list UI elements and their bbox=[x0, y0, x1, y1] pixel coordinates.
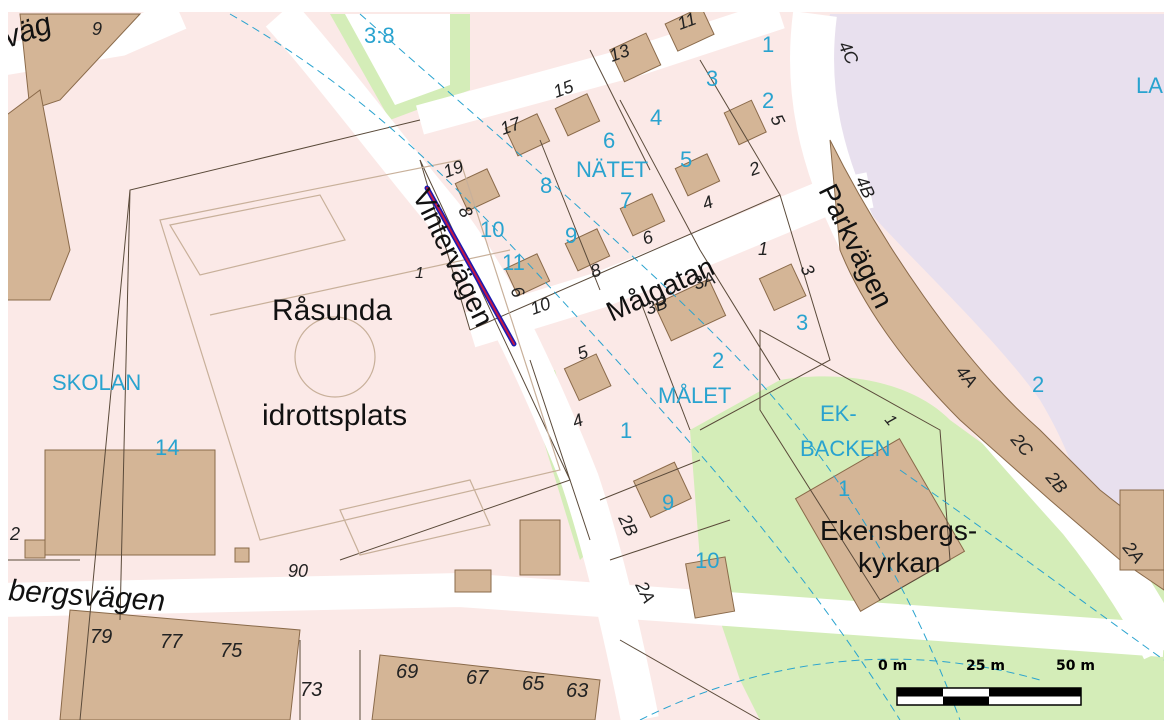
building-natet-7 bbox=[674, 153, 721, 197]
place-label-kyrka-1: Ekensbergs- bbox=[820, 515, 977, 546]
building-small-3 bbox=[454, 569, 492, 593]
scale-bar-seg-2 bbox=[943, 696, 989, 705]
scale-bar-seg-1 bbox=[897, 688, 943, 697]
scale-bar-seg-3 bbox=[989, 688, 1081, 697]
parcel-7: 7 bbox=[620, 188, 632, 213]
addr-65: 65 bbox=[522, 673, 545, 695]
scale-label-50: 50 m bbox=[1056, 658, 1095, 674]
place-label-rasunda: Råsunda bbox=[272, 294, 392, 327]
addr-73: 73 bbox=[300, 679, 322, 701]
block-label-malet: MÅLET bbox=[658, 383, 731, 408]
scale-bar: 0 m 25 m 50 m bbox=[878, 658, 1095, 706]
block-label-skolan: SKOLAN bbox=[52, 370, 141, 395]
parcel-5: 5 bbox=[680, 147, 692, 172]
parcel-3-8: 3:8 bbox=[364, 23, 395, 48]
block-label-natet: NÄTET bbox=[576, 157, 648, 182]
parcel-numbers: 3:8 14 1 3 2 6 4 5 8 7 10 9 11 3 2 1 9 1… bbox=[155, 23, 1044, 573]
place-labels: Råsunda idrottsplats Ekensbergs- kyrkan bbox=[262, 294, 977, 578]
left-margin bbox=[0, 0, 8, 720]
addr-69: 69 bbox=[396, 661, 418, 683]
building-school bbox=[44, 449, 216, 556]
parcel-10: 10 bbox=[480, 217, 504, 242]
addr-9: 9 bbox=[92, 19, 102, 39]
purple-area bbox=[821, 14, 1164, 720]
building-small-4 bbox=[519, 519, 561, 576]
buildings bbox=[0, 6, 1164, 720]
addr-90: 90 bbox=[288, 561, 308, 581]
route-highlight[interactable] bbox=[424, 185, 517, 347]
parcel-11: 11 bbox=[502, 250, 525, 275]
addr-79: 79 bbox=[90, 626, 112, 648]
building-malet-4 bbox=[632, 461, 692, 519]
addr-2d: 2 bbox=[9, 524, 20, 544]
scale-label-25: 25 m bbox=[966, 658, 1005, 674]
building-left-mid bbox=[0, 89, 71, 301]
building-natet-8 bbox=[619, 193, 666, 237]
block-label-la: LA bbox=[1136, 73, 1163, 98]
sports-field bbox=[159, 159, 561, 556]
parcel-6: 6 bbox=[603, 128, 615, 153]
building-natet-10 bbox=[504, 253, 551, 297]
parcel-1b: 1 bbox=[620, 418, 632, 443]
building-natet-3 bbox=[554, 93, 601, 137]
building-natet-6 bbox=[723, 99, 767, 146]
addr-1: 1 bbox=[758, 239, 768, 259]
dashed-boundaries bbox=[229, 13, 1164, 720]
parcel-3a: 3 bbox=[706, 66, 718, 91]
parcel-2b: 2 bbox=[712, 348, 724, 373]
building-right-long bbox=[829, 139, 1164, 591]
building-left-top bbox=[19, 13, 142, 111]
building-malet-3 bbox=[563, 353, 612, 402]
scale-label-0: 0 m bbox=[878, 658, 907, 674]
addr-75: 75 bbox=[220, 640, 243, 662]
block-labels: SKOLAN NÄTET MÅLET EK- BACKEN LA bbox=[52, 73, 1163, 461]
parcel-3b: 3 bbox=[796, 310, 808, 335]
block-label-ekbacken-1: EK- bbox=[820, 401, 857, 426]
addr-77: 77 bbox=[160, 631, 183, 653]
addr-1b: 1 bbox=[415, 265, 424, 282]
building-natet-2 bbox=[504, 113, 551, 157]
parcel-10b: 10 bbox=[695, 548, 719, 573]
white-plot-top bbox=[345, 14, 450, 105]
building-small-2 bbox=[234, 547, 250, 563]
parcel-4: 4 bbox=[650, 105, 662, 130]
top-margin bbox=[0, 0, 1164, 12]
building-bottom-left bbox=[59, 609, 301, 720]
parcel-9b: 9 bbox=[662, 490, 674, 515]
building-natet-9 bbox=[564, 228, 611, 272]
building-natet-5 bbox=[664, 6, 715, 52]
place-label-idrottsplats: idrottsplats bbox=[262, 399, 407, 432]
block-label-ekbacken-2: BACKEN bbox=[800, 436, 890, 461]
parcel-8: 8 bbox=[540, 173, 552, 198]
address-numbers: 9 11 13 15 17 19 4C 5 2 4 6 8 8 6 10 1 3… bbox=[9, 9, 1148, 702]
place-label-kyrka-2: kyrkan bbox=[858, 547, 940, 578]
addr-63: 63 bbox=[566, 680, 588, 702]
parcel-2a: 2 bbox=[762, 88, 774, 113]
parcel-1c: 1 bbox=[838, 476, 850, 501]
building-right-1 bbox=[1119, 489, 1164, 571]
addr-67: 67 bbox=[466, 667, 489, 689]
building-malet-2 bbox=[758, 263, 807, 312]
building-natet-4 bbox=[609, 32, 662, 83]
parcel-2c: 2 bbox=[1032, 372, 1044, 397]
building-small-1 bbox=[24, 539, 46, 559]
building-malet-5 bbox=[685, 556, 736, 619]
parcel-14: 14 bbox=[155, 435, 179, 460]
building-bottom-mid bbox=[371, 654, 601, 720]
parcel-1a: 1 bbox=[762, 32, 774, 57]
parcel-9: 9 bbox=[565, 223, 577, 248]
